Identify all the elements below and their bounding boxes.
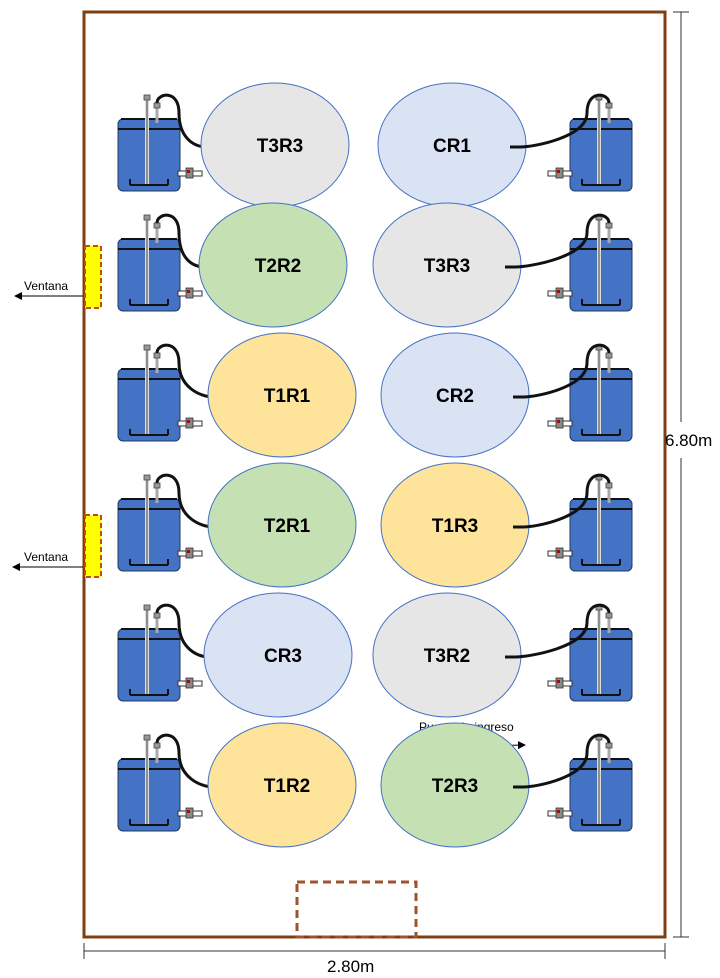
window-lower-label: Ventana <box>24 550 68 564</box>
plot-label: T3R3 <box>424 256 470 277</box>
plot-label: T1R3 <box>432 516 478 537</box>
plot-ellipse <box>372 202 522 328</box>
plot-label: CR3 <box>264 646 302 667</box>
plot-label: T1R2 <box>264 776 310 797</box>
drain-valve-handle <box>557 810 560 813</box>
drain-valve-handle <box>557 550 560 553</box>
height-label: 6.80m <box>665 431 712 450</box>
hose <box>155 733 215 789</box>
plot-ellipse <box>207 332 357 458</box>
plot-left-row-6: T1R2 <box>117 722 357 848</box>
hose <box>514 213 611 269</box>
stirrer-cap-secondary <box>153 742 161 749</box>
stirrer-cap <box>143 604 151 611</box>
stirrer-cap <box>143 214 151 221</box>
window-lower-frame <box>84 514 102 578</box>
stirrer-cap-secondary <box>605 222 613 229</box>
plot-right-row-4: T1R3 <box>380 462 633 588</box>
hose <box>514 603 611 659</box>
plot-left-row-1: T3R3 <box>117 82 350 208</box>
plot-ellipse <box>380 332 530 458</box>
plot-ellipse <box>203 592 353 718</box>
stirrer-cap-secondary <box>605 612 613 619</box>
stirrer-cap-secondary <box>605 352 613 359</box>
stirrer-cap-secondary <box>153 482 161 489</box>
drain-valve-handle <box>557 420 560 423</box>
plot-label: T3R2 <box>424 646 470 667</box>
plot-ellipse <box>207 462 357 588</box>
hose <box>519 93 611 149</box>
height-dimension: 6.80m <box>665 11 712 938</box>
plot-left-row-2: T2R2 <box>117 202 348 328</box>
width-label: 2.80m <box>327 957 374 976</box>
stirrer-cap-secondary <box>153 352 161 359</box>
plot-label: T2R1 <box>264 516 311 537</box>
window-upper-label: Ventana <box>24 279 68 293</box>
plot-left-row-3: T1R1 <box>117 332 357 458</box>
window-lower: Ventana <box>12 514 102 578</box>
stirrer-cap-secondary <box>153 612 161 619</box>
stirrer-cap-secondary <box>153 102 161 109</box>
hose <box>522 733 611 789</box>
hose <box>155 213 206 269</box>
stirrer-cap-secondary <box>605 102 613 109</box>
plot-label: CR2 <box>436 386 474 407</box>
plot-ellipse <box>380 722 530 848</box>
plot-right-row-2: T3R3 <box>372 202 633 328</box>
stirrer-cap <box>143 94 151 101</box>
plot-ellipse <box>207 722 357 848</box>
drain-valve-handle <box>557 170 560 173</box>
door-frame <box>295 880 418 939</box>
hose <box>155 93 208 149</box>
drain-valve-handle <box>557 290 560 293</box>
stirrer-cap <box>143 474 151 481</box>
drain-valve-handle <box>187 420 190 423</box>
plot-right-row-3: CR2 <box>380 332 633 458</box>
stirrer-cap-secondary <box>605 742 613 749</box>
plot-ellipse <box>380 462 530 588</box>
drain-valve-handle <box>187 290 190 293</box>
stirrer-cap-secondary <box>605 482 613 489</box>
window-upper-frame <box>84 245 102 309</box>
drain-valve-handle <box>187 810 190 813</box>
hose <box>155 473 215 529</box>
plot-label: CR1 <box>433 136 471 157</box>
plot-ellipse <box>372 592 522 718</box>
hose <box>155 603 211 659</box>
plot-left-row-5: CR3 <box>117 592 353 718</box>
plot-left-row-4: T2R1 <box>117 462 357 588</box>
plot-right-row-5: T3R2 <box>372 592 633 718</box>
width-dimension: 2.80m <box>83 943 666 976</box>
hose <box>522 473 611 529</box>
plot-right-row-1: CR1 <box>377 82 633 208</box>
stirrer-cap <box>143 734 151 741</box>
plot-right-row-6: T2R3 <box>380 722 633 848</box>
hose <box>522 343 611 399</box>
drain-valve-handle <box>187 170 190 173</box>
drain-valve-handle <box>557 680 560 683</box>
plot-label: T1R1 <box>264 386 311 407</box>
plot-ellipse <box>198 202 348 328</box>
plot-label: T2R3 <box>432 776 478 797</box>
stirrer-cap <box>143 344 151 351</box>
window-upper: Ventana <box>14 245 102 309</box>
plot-label: T3R3 <box>257 136 303 157</box>
stirrer-cap-secondary <box>153 222 161 229</box>
drain-valve-handle <box>187 550 190 553</box>
drain-valve-handle <box>187 680 190 683</box>
hose <box>155 343 215 399</box>
plot-label: T2R2 <box>255 256 301 277</box>
